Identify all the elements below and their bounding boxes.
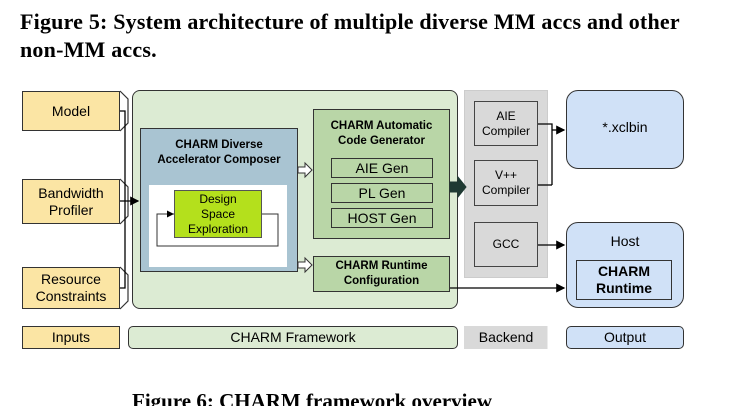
codegen-title: CHARM Automatic Code Generator — [330, 120, 433, 147]
xclbin-output: *.xclbin — [566, 90, 684, 169]
composer-to-runtime-arrow — [297, 256, 313, 274]
codegen-to-backend-arrow — [449, 175, 467, 199]
model-input: Model — [22, 91, 120, 131]
charm-runtime: CHARM Runtime — [576, 260, 672, 300]
dse-loop-left — [156, 213, 270, 247]
model-connector — [120, 110, 126, 201]
resource-constraints-input: Resource Constraints — [22, 267, 120, 309]
design-space-exploration: Design Space Exploration — [174, 190, 262, 238]
pl-gen: PL Gen — [331, 183, 433, 203]
vpp-compiler: V++ Compiler — [474, 160, 538, 206]
runtime-configuration: CHARM Runtime Configuration — [313, 256, 450, 292]
composer-to-codegen-arrow — [297, 161, 313, 179]
figure-5-caption: Figure 5: System architecture of multipl… — [20, 9, 680, 62]
figure-6-caption: Figure 6: CHARM framework overview — [132, 389, 493, 406]
dse-loop-right — [262, 213, 279, 247]
legend-charm-framework: CHARM Framework — [128, 326, 458, 349]
host-title: Host — [610, 233, 640, 249]
legend-inputs: Inputs — [22, 326, 120, 349]
host-gen: HOST Gen — [331, 208, 433, 228]
aie-compiler: AIE Compiler — [474, 101, 538, 146]
resource-connector — [120, 201, 126, 289]
legend-output: Output — [566, 326, 684, 349]
model-notch — [119, 90, 129, 132]
legend-backend: Backend — [464, 326, 548, 349]
composer-title: CHARM Diverse Accelerator Composer — [157, 139, 281, 166]
resource-notch — [119, 266, 129, 310]
bandwidth-profiler-input: Bandwidth Profiler — [22, 179, 120, 224]
aie-to-xclbin — [538, 123, 553, 185]
gcc-compiler: GCC — [474, 222, 538, 267]
aie-gen: AIE Gen — [331, 158, 433, 178]
